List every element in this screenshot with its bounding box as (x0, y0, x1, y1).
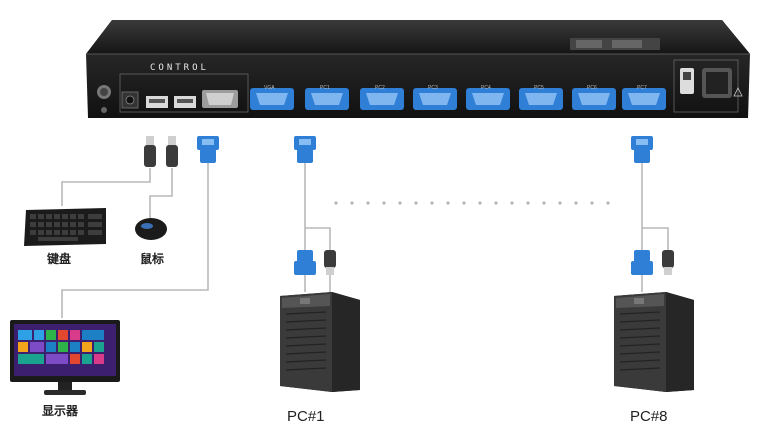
port-label-pc7: PC7 (637, 85, 647, 91)
pc8-usb-plug-bottom (662, 250, 674, 281)
pc8-label: PC#8 (630, 408, 668, 425)
vga-port-pc3 (413, 84, 457, 115)
port-label-pc4: PC4 (481, 85, 491, 91)
pc8-tower-icon (610, 286, 696, 399)
pc8-vga-plug-top (631, 136, 653, 171)
port-label-pc5: PC5 (534, 85, 544, 91)
vga-port-pc1 (305, 84, 349, 115)
keyboard-icon (22, 206, 108, 253)
pc1-label: PC#1 (287, 408, 325, 425)
mouse-label: 鼠标 (140, 252, 165, 266)
vga-port-pc2 (360, 84, 404, 115)
vga-port-pc6 (572, 84, 616, 115)
pc8-usb-cable (642, 227, 669, 254)
monitor-icon (8, 318, 122, 403)
monitor-cable (61, 162, 209, 318)
vga-port-console (250, 84, 294, 115)
pc1-vga-plug-top (294, 136, 316, 171)
port-label-pc2: PC2 (375, 85, 385, 91)
keyboard-label: 键盘 (47, 252, 72, 266)
mouse-icon (133, 214, 169, 247)
mouse-cable (149, 168, 173, 218)
keyboard-usb-plug (143, 136, 157, 175)
port-label-pc6: PC6 (587, 85, 597, 91)
pc8-vga-plug-bottom (631, 250, 653, 281)
vga-port-pc7 (622, 84, 666, 115)
keyboard-cable (61, 168, 151, 206)
pc1-usb-plug-bottom (324, 250, 336, 281)
port-label-vga: VGA (264, 85, 275, 91)
vga-port-pc4 (466, 84, 510, 115)
control-label: CONTROL (150, 63, 209, 73)
pc1-vga-plug-bottom (294, 250, 316, 281)
ellipsis-dots (334, 201, 610, 205)
port-label-pc1: PC1 (320, 85, 330, 91)
pc1-tower-icon (276, 286, 362, 399)
vga-port-pc5 (519, 84, 563, 115)
mouse-usb-plug (165, 136, 179, 175)
pc1-usb-cable (305, 227, 331, 254)
monitor-vga-plug (197, 136, 219, 171)
monitor-label: 显示器 (42, 404, 79, 418)
port-label-pc3: PC3 (428, 85, 438, 91)
